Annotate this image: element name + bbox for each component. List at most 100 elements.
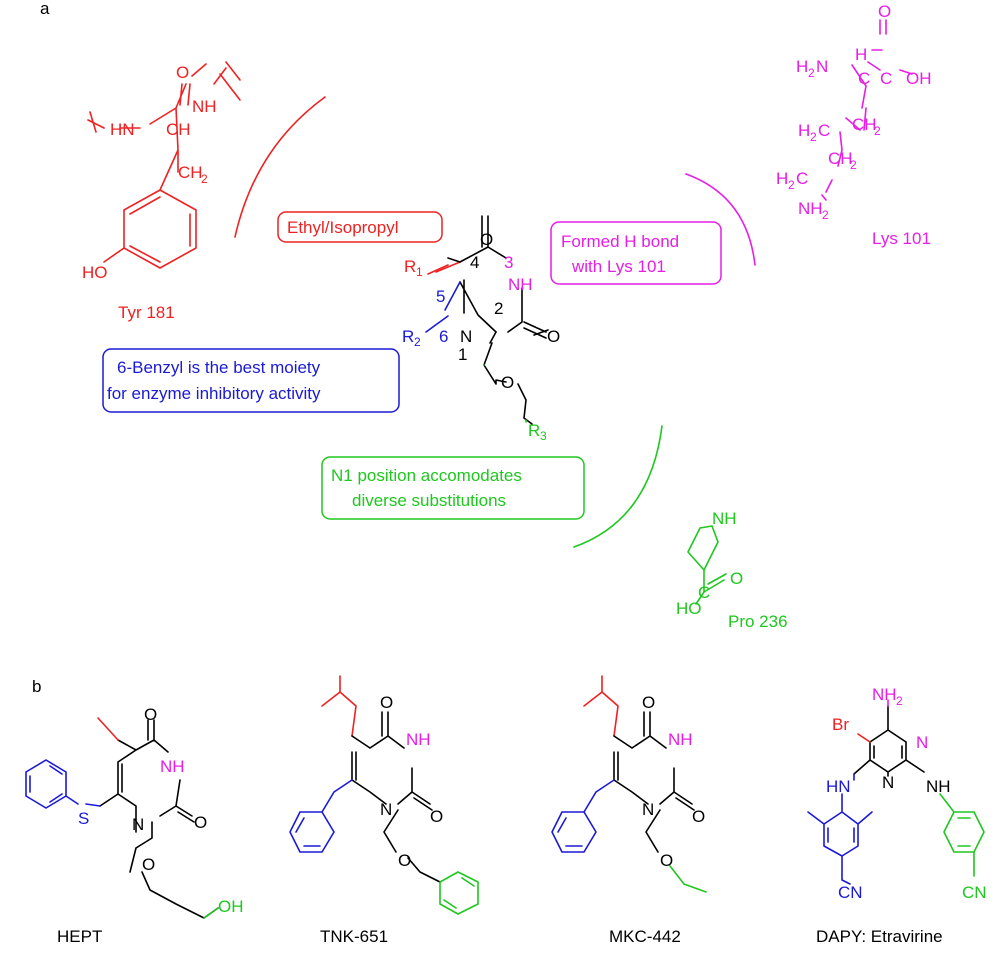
svg-text:O: O (142, 855, 155, 874)
svg-text:HO: HO (676, 599, 702, 618)
svg-text:R: R (402, 327, 414, 346)
svg-text:NH: NH (798, 199, 823, 218)
svg-text:O: O (380, 693, 393, 712)
svg-text:4: 4 (470, 253, 479, 272)
mkc-442-label: MKC-442 (609, 927, 681, 946)
svg-text:N: N (816, 57, 828, 76)
svg-text:NH: NH (926, 777, 951, 796)
svg-text:O: O (547, 327, 560, 346)
svg-text:O: O (430, 807, 443, 826)
svg-text:6: 6 (439, 327, 448, 346)
svg-text:O: O (176, 63, 189, 82)
svg-text:C: C (858, 69, 870, 88)
benzyl-box: 6-Benzyl is the best moiety for enzyme i… (102, 348, 400, 413)
svg-text:CH: CH (828, 149, 853, 168)
lys-101-label: Lys 101 (872, 229, 931, 248)
svg-text:2: 2 (896, 694, 903, 708)
lys-interaction-arc (685, 173, 756, 266)
svg-text:N1 position accomodates: N1 position accomodates (331, 466, 522, 485)
svg-text:2: 2 (414, 335, 421, 349)
svg-text:for enzyme inhibitory activity: for enzyme inhibitory activity (107, 384, 321, 403)
svg-text:2: 2 (874, 124, 881, 138)
pro-236-structure: NH O HO C (676, 509, 743, 618)
n1-box: N1 position accomodates diverse substitu… (321, 456, 585, 520)
hept-structure: O NH O N S O OH (25, 705, 244, 919)
svg-text:NH: NH (192, 97, 217, 116)
svg-text:S: S (78, 809, 89, 828)
lys-101-structure: O H 2 N H C C OH CH 2 H 2 C CH 2 H 2 C N… (776, 2, 932, 222)
svg-text:6-Benzyl is the best moiety: 6-Benzyl is the best moiety (117, 358, 321, 377)
svg-text:OH: OH (218, 897, 244, 916)
svg-text:Br: Br (832, 715, 849, 734)
svg-text:O: O (480, 230, 493, 249)
svg-text:Ethyl/Isopropyl: Ethyl/Isopropyl (287, 218, 399, 237)
svg-text:1: 1 (458, 345, 467, 364)
svg-text:CH: CH (166, 120, 191, 139)
svg-text:O: O (730, 569, 743, 588)
svg-text:O: O (194, 813, 207, 832)
svg-text:O: O (642, 693, 655, 712)
svg-text:NH: NH (872, 685, 897, 704)
svg-text:CH: CH (852, 115, 877, 134)
svg-text:C: C (880, 69, 892, 88)
svg-text:3: 3 (540, 429, 547, 443)
svg-text:HO: HO (82, 263, 108, 282)
svg-text:N: N (380, 800, 392, 819)
svg-text:O: O (660, 851, 673, 870)
svg-text:C: C (796, 169, 808, 188)
svg-text:O: O (501, 373, 514, 392)
svg-text:CN: CN (838, 883, 863, 902)
panel-label-a: a (40, 0, 50, 18)
svg-text:O: O (144, 705, 157, 724)
svg-text:HN: HN (826, 777, 851, 796)
svg-text:O: O (878, 2, 891, 21)
svg-text:C: C (698, 583, 710, 602)
svg-text:H: H (776, 169, 788, 188)
svg-text:H: H (798, 121, 810, 140)
svg-text:N: N (642, 800, 654, 819)
svg-text:2: 2 (850, 158, 857, 172)
svg-text:2: 2 (494, 299, 503, 318)
central-scaffold: O 3 NH 4 5 2 O 6 N 1 O R 1 R 2 R 3 (402, 215, 560, 443)
svg-text:O: O (692, 807, 705, 826)
svg-text:NH: NH (160, 757, 185, 776)
svg-text:1: 1 (416, 265, 423, 279)
svg-text:R: R (528, 421, 540, 440)
svg-text:2: 2 (808, 66, 815, 80)
svg-text:N: N (882, 773, 894, 792)
svg-text:OH: OH (906, 69, 932, 88)
pro-236-label: Pro 236 (728, 612, 788, 631)
svg-text:N: N (460, 327, 472, 346)
hept-label: HEPT (57, 927, 102, 946)
svg-text:H: H (855, 45, 867, 64)
svg-text:with Lys 101: with Lys 101 (571, 257, 666, 276)
pro-interaction-arc (573, 425, 663, 548)
tyr-interaction-arc (234, 96, 326, 238)
tyr-181-structure: O NH HN CH CH 2 HO (82, 61, 241, 282)
svg-text:R: R (404, 257, 416, 276)
svg-text:CN: CN (962, 883, 987, 902)
svg-text:2: 2 (788, 178, 795, 192)
svg-text:C: C (818, 121, 830, 140)
svg-text:2: 2 (822, 208, 829, 222)
svg-text:NH: NH (406, 730, 431, 749)
svg-text:O: O (398, 851, 411, 870)
mkc-442-structure: O NH O N O (551, 675, 707, 893)
hbond-box: Formed H bond with Lys 101 (550, 221, 722, 285)
svg-text:N: N (916, 733, 928, 752)
tnk-651-structure: O NH O N O (289, 675, 479, 915)
etravirine-label: DAPY: Etravirine (816, 927, 943, 946)
etravirine-structure: NH 2 Br N N HN NH CN CN (807, 685, 987, 902)
ethyl-isopropyl-box: Ethyl/Isopropyl (277, 211, 443, 243)
svg-text:NH: NH (508, 275, 533, 294)
svg-text:NH: NH (712, 509, 737, 528)
svg-text:3: 3 (504, 253, 513, 272)
svg-text:CH: CH (178, 163, 203, 182)
svg-text:Formed H bond: Formed H bond (561, 232, 679, 251)
tyr-181-label: Tyr 181 (118, 303, 175, 322)
svg-text:diverse substitutions: diverse substitutions (352, 491, 506, 510)
svg-text:2: 2 (201, 172, 208, 186)
svg-text:H: H (796, 57, 808, 76)
svg-text:N: N (132, 815, 144, 834)
